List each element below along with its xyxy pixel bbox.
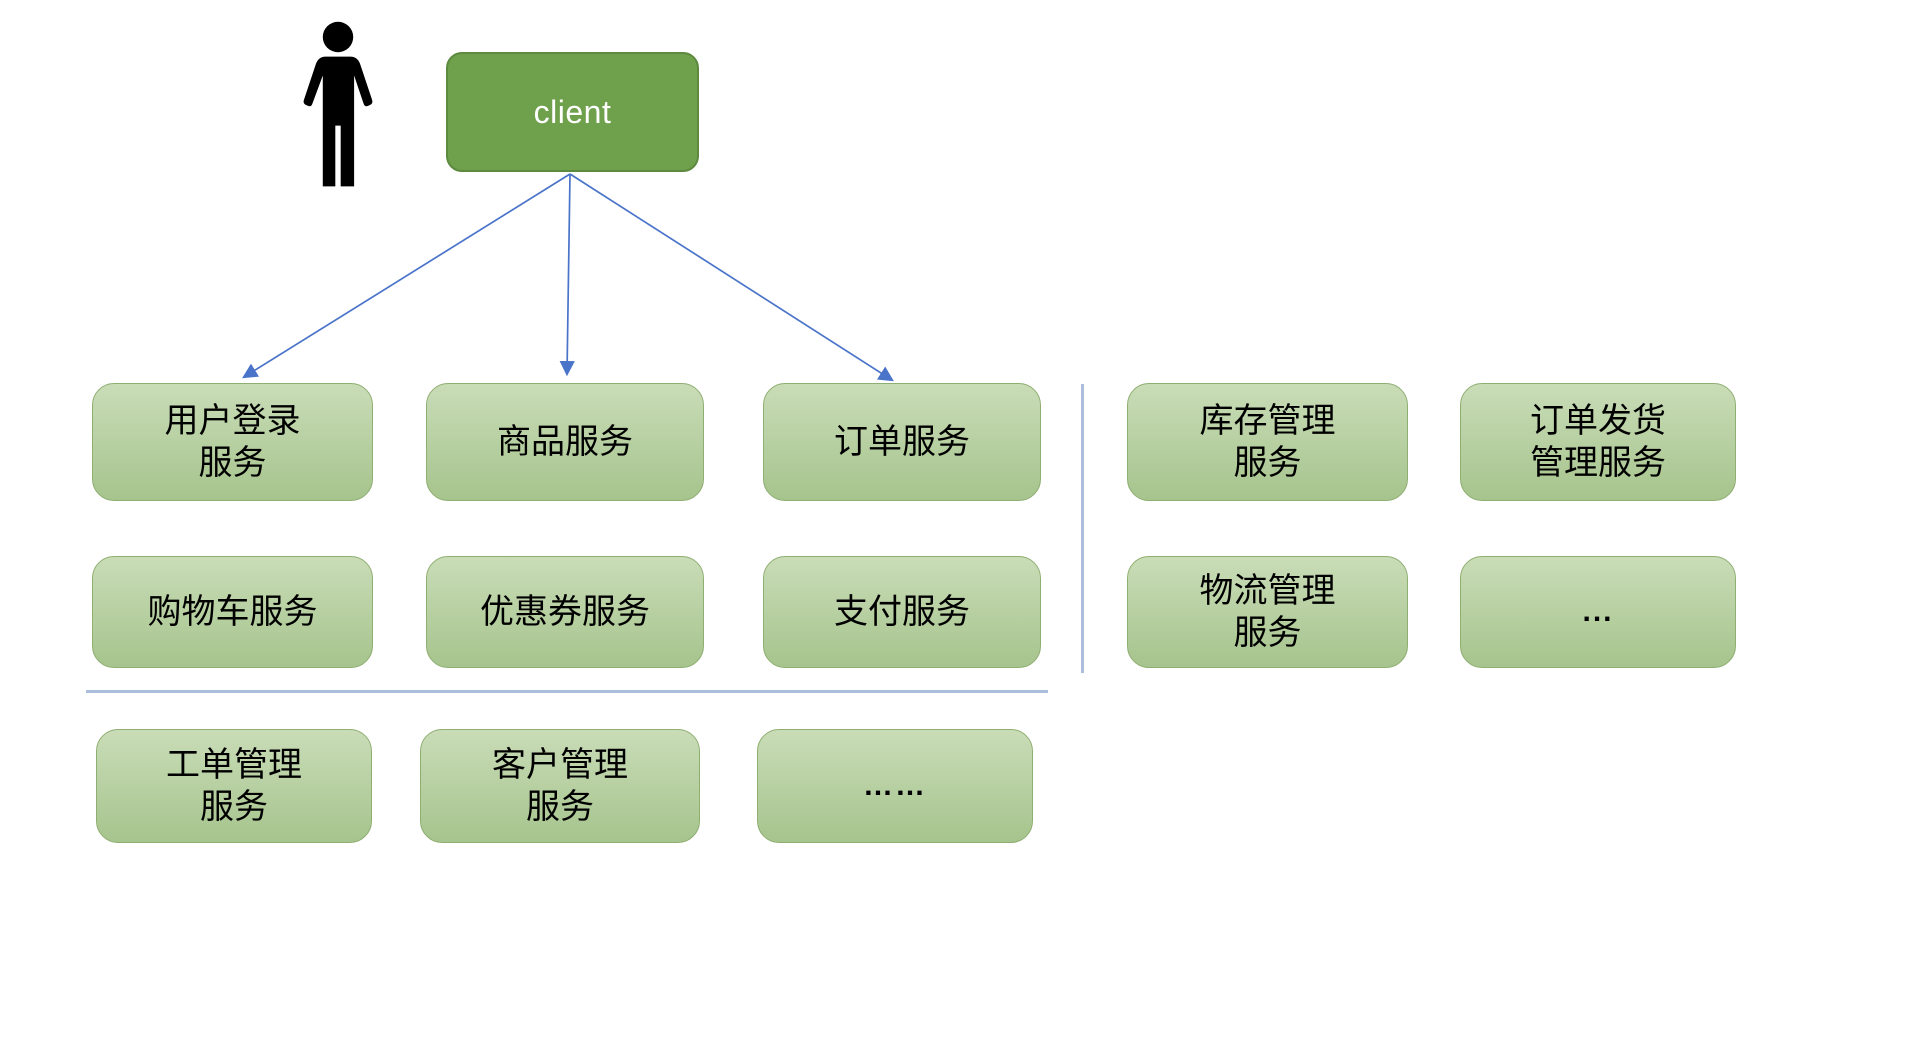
arrow-client-to-product	[559, 173, 575, 377]
service-box-product: 商品服务	[426, 383, 704, 501]
service-box-user-login: 用户登录 服务	[92, 383, 373, 501]
service-box-cart: 购物车服务	[92, 556, 373, 668]
service-label: 购物车服务	[147, 592, 318, 631]
service-label: 物流管理 服务	[1199, 571, 1336, 653]
service-box-order-shipping: 订单发货 管理服务	[1460, 383, 1736, 501]
service-label: 客户管理 服务	[492, 745, 628, 827]
service-label: 优惠券服务	[480, 592, 650, 631]
service-label: 商品服务	[497, 422, 633, 461]
service-box-payment: 支付服务	[763, 556, 1041, 668]
service-box-inventory: 库存管理 服务	[1127, 383, 1408, 501]
service-label: 支付服务	[834, 592, 970, 631]
service-box-customer: 客户管理 服务	[420, 729, 700, 843]
arrow-client-to-user-login	[242, 173, 571, 379]
person-icon	[303, 21, 373, 187]
service-label: 用户登录 服务	[164, 401, 301, 483]
service-box-more-left: ……	[757, 729, 1033, 843]
client-node: client	[446, 52, 699, 172]
vertical-divider	[1081, 384, 1084, 673]
ellipsis-label: ...	[1582, 595, 1614, 629]
service-label: 库存管理 服务	[1199, 401, 1336, 483]
service-box-more-right: ...	[1460, 556, 1736, 668]
service-label: 工单管理 服务	[166, 745, 302, 827]
service-label: 订单发货 管理服务	[1530, 401, 1666, 483]
service-label: 订单服务	[834, 422, 970, 461]
service-box-logistics: 物流管理 服务	[1127, 556, 1408, 668]
ellipsis-label: ……	[863, 769, 927, 803]
horizontal-divider	[86, 690, 1048, 693]
service-box-order: 订单服务	[763, 383, 1041, 501]
service-box-work-order: 工单管理 服务	[96, 729, 372, 843]
service-box-coupon: 优惠券服务	[426, 556, 704, 668]
client-label: client	[533, 93, 612, 130]
arrow-client-to-order	[569, 173, 894, 382]
